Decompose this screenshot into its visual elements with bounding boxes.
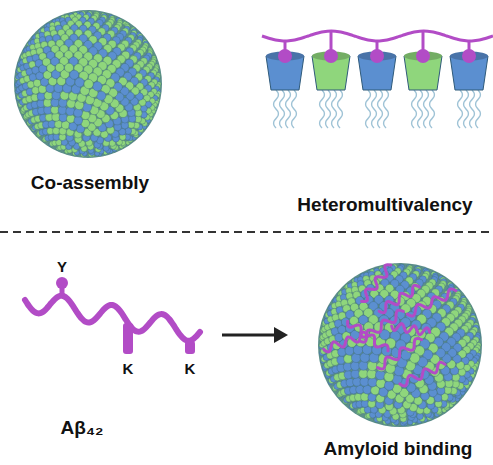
heteromultivalent-polymer	[262, 31, 493, 128]
polymer-backbone	[262, 31, 493, 41]
amphiphile-dot	[70, 70, 79, 79]
amphiphile-dot	[59, 113, 67, 121]
amphiphile-dot	[37, 92, 45, 100]
lipid-tail	[366, 90, 371, 128]
arrow-shaft	[222, 334, 276, 337]
amyloid-bound-sphere	[318, 263, 482, 427]
lipid-tail	[320, 90, 325, 128]
lipid-tail	[424, 90, 429, 128]
amphiphile-dot	[351, 361, 360, 370]
residue-label: K	[123, 361, 134, 378]
caption-label: Amyloid binding	[324, 439, 473, 460]
lipid-tail	[280, 90, 285, 128]
guest-ball	[462, 49, 476, 63]
amphiphile-dot	[338, 348, 346, 356]
bound-peptide	[392, 324, 430, 335]
amphiphile-dot	[384, 381, 393, 390]
amphiphile-dot	[43, 99, 51, 107]
lipid-tail	[274, 90, 279, 128]
amphiphile-dot	[75, 78, 84, 87]
amphiphile-dot	[345, 346, 354, 355]
co-assembly-sphere	[14, 10, 162, 158]
amphiphile-dot	[52, 113, 60, 121]
peptide-backbone	[25, 296, 200, 341]
bound-peptide	[400, 362, 445, 386]
amphiphile-dot	[74, 116, 83, 125]
lipid-tail	[378, 90, 383, 128]
lipid-tail	[384, 90, 389, 128]
bound-peptide	[359, 310, 403, 342]
amphiphile-dot	[93, 82, 102, 91]
amphiphile-dot	[368, 378, 377, 387]
lysine-sidechain	[185, 341, 195, 354]
amphiphile-dot	[344, 354, 353, 363]
lipid-tail	[326, 90, 331, 128]
caption-label: Co-assembly	[31, 173, 149, 194]
amphiphile-dot	[66, 114, 75, 123]
guest-ball	[324, 49, 338, 63]
lipid-tail	[470, 90, 475, 128]
lysine-sidechain	[123, 323, 133, 354]
amphiphile-dot	[84, 79, 93, 88]
peptide-helix	[25, 277, 200, 354]
guest-ball	[278, 49, 292, 63]
sphere-core	[14, 10, 162, 158]
lipid-tail	[476, 90, 481, 128]
lipid-tail	[332, 90, 337, 128]
divider-line	[0, 231, 493, 233]
lipid-tail	[338, 90, 343, 128]
amphiphile-dot	[376, 379, 385, 388]
lipid-tail	[292, 90, 297, 128]
sphere-core	[318, 263, 482, 427]
tyrosine-head	[56, 277, 68, 289]
guest-ball	[416, 49, 430, 63]
residue-label: Y	[57, 259, 67, 276]
caption-label: Heteromultivalency	[297, 195, 472, 216]
bound-peptide	[378, 338, 422, 369]
lipid-tail	[430, 90, 435, 128]
bound-peptide	[362, 265, 391, 302]
arrow-head	[274, 327, 288, 343]
lipid-tail	[372, 90, 377, 128]
residue-label: K	[185, 361, 196, 378]
lipid-tail	[458, 90, 463, 128]
lipid-tail	[418, 90, 423, 128]
lipid-tail	[464, 90, 469, 128]
reaction-arrow	[222, 327, 288, 343]
amphiphile-dot	[32, 86, 40, 94]
bound-peptide	[379, 285, 419, 313]
amphiphile-dot	[360, 377, 369, 386]
lipid-tail	[412, 90, 417, 128]
guest-ball	[370, 49, 384, 63]
amphiphile-dot	[38, 85, 46, 93]
bound-peptide	[407, 289, 456, 316]
caption-label: Aβ₄₂	[61, 418, 104, 439]
bound-peptide	[324, 332, 368, 352]
amphiphile-dot	[363, 385, 372, 394]
amphiphile-dot	[54, 120, 62, 128]
lipid-tail	[286, 90, 291, 128]
